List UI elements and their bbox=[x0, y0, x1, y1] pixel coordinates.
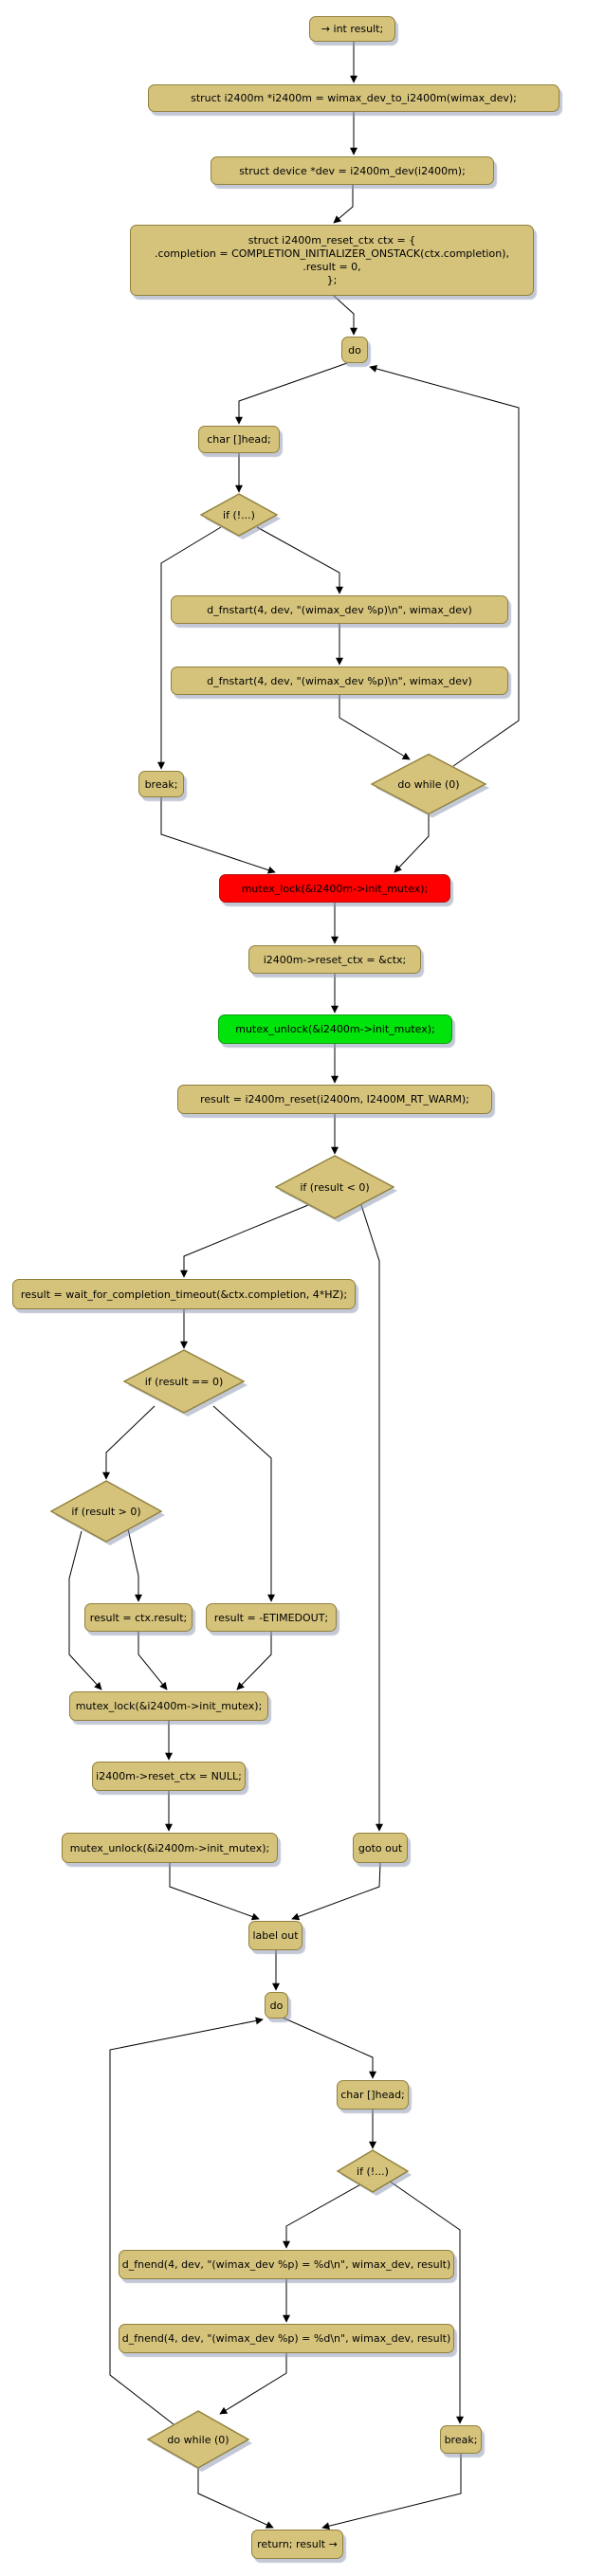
node-dowhile-2: do while (0) bbox=[167, 2433, 229, 2446]
node-wait-timeout: result = wait_for_completion_timeout(&ct… bbox=[12, 1279, 356, 1309]
flow-edge bbox=[339, 695, 411, 760]
node-set-result-ctx: result = ctx.result; bbox=[84, 1603, 192, 1632]
node-break-2: break; bbox=[440, 2425, 482, 2454]
node-if-2: if (!...) bbox=[357, 2165, 389, 2178]
node-decl-dev: struct device *dev = i2400m_dev(i2400m); bbox=[211, 156, 494, 185]
node-dowhile-1: do while (0) bbox=[397, 777, 460, 791]
node-dowhile-1-shape bbox=[370, 753, 487, 815]
node-clear-reset-ctx: i2400m->reset_ctx = NULL; bbox=[92, 1762, 246, 1791]
node-if-result-lt-0-shape bbox=[274, 1155, 395, 1219]
flow-edge bbox=[333, 185, 354, 224]
flow-edge bbox=[109, 2017, 264, 2425]
flow-edge bbox=[360, 1204, 383, 1832]
node-mutex-unlock-1: mutex_unlock(&i2400m->init_mutex); bbox=[218, 1014, 452, 1044]
node-return: return; result → bbox=[251, 2530, 343, 2559]
flow-edge bbox=[283, 2183, 363, 2249]
flow-edge bbox=[160, 797, 276, 874]
diamond-group bbox=[49, 493, 489, 2472]
node-if-result-lt-0: if (result < 0) bbox=[300, 1180, 370, 1194]
flow-edge bbox=[282, 2017, 376, 2079]
edge-group bbox=[68, 42, 520, 2530]
flow-edge bbox=[157, 526, 222, 770]
node-if-result-gt-0: if (result > 0) bbox=[71, 1505, 141, 1518]
node-if-result-eq-0-shape bbox=[122, 1349, 246, 1414]
flow-edge bbox=[256, 526, 343, 594]
node-fnend-2: d_fnend(4, dev, "(wimax_dev %p) = %d\n",… bbox=[119, 2324, 454, 2353]
flow-edge bbox=[169, 1863, 260, 1921]
node-head-1: char []head; bbox=[198, 426, 280, 453]
node-if-1-shape bbox=[199, 493, 279, 537]
node-decl-ctx: struct i2400m_reset_ctx ctx = { .complet… bbox=[130, 225, 534, 296]
node-if-result-gt-0-shape bbox=[49, 1480, 163, 1543]
flow-edge bbox=[102, 1405, 156, 1480]
flow-edge bbox=[127, 1528, 142, 1602]
node-call-reset: result = i2400m_reset(i2400m, I2400M_RT_… bbox=[177, 1085, 492, 1114]
flow-edge bbox=[291, 1862, 381, 1921]
node-fnend-1: d_fnend(4, dev, "(wimax_dev %p) = %d\n",… bbox=[119, 2250, 454, 2279]
node-if-2-shape bbox=[336, 2149, 410, 2193]
flow-edge bbox=[68, 1530, 102, 1690]
flow-edge bbox=[180, 1204, 309, 1278]
node-start: → int result; bbox=[309, 16, 395, 42]
node-fnstart-1: d_fnstart(4, dev, "(wimax_dev %p)\n", wi… bbox=[171, 595, 508, 624]
node-do-1: do bbox=[341, 337, 368, 363]
node-break-1: break; bbox=[138, 771, 184, 797]
node-if-1: if (!...) bbox=[223, 508, 255, 521]
node-dowhile-2-shape bbox=[146, 2410, 250, 2469]
flow-edge bbox=[219, 2353, 287, 2415]
node-fnstart-2: d_fnstart(4, dev, "(wimax_dev %p)\n", wi… bbox=[171, 667, 508, 695]
node-mutex-lock-1: mutex_lock(&i2400m->init_mutex); bbox=[219, 874, 450, 903]
flow-edge bbox=[369, 365, 520, 767]
flow-edge bbox=[394, 814, 430, 873]
node-set-reset-ctx: i2400m->reset_ctx = &ctx; bbox=[248, 945, 421, 974]
flow-edge bbox=[333, 295, 358, 336]
node-set-result-etimedout: result = -ETIMEDOUT; bbox=[206, 1603, 337, 1632]
node-decl-i2400m: struct i2400m *i2400m = wimax_dev_to_i24… bbox=[148, 84, 559, 112]
node-mutex-lock-2: mutex_lock(&i2400m->init_mutex); bbox=[69, 1691, 268, 1721]
node-goto-out: goto out bbox=[353, 1833, 408, 1863]
flow-edge bbox=[212, 1405, 275, 1602]
flow-edge bbox=[197, 2468, 274, 2529]
flow-edge bbox=[321, 2454, 462, 2530]
node-mutex-unlock-2: mutex_unlock(&i2400m->init_mutex); bbox=[62, 1833, 278, 1863]
flow-edge bbox=[138, 1632, 168, 1690]
flow-edge bbox=[388, 2180, 464, 2424]
node-label-out: label out bbox=[248, 1921, 302, 1950]
flow-edge bbox=[236, 1632, 272, 1690]
node-head-2: char []head; bbox=[337, 2080, 409, 2110]
node-do-2: do bbox=[265, 1992, 288, 2019]
flow-edge bbox=[235, 362, 348, 425]
node-if-result-eq-0: if (result == 0) bbox=[144, 1375, 224, 1388]
